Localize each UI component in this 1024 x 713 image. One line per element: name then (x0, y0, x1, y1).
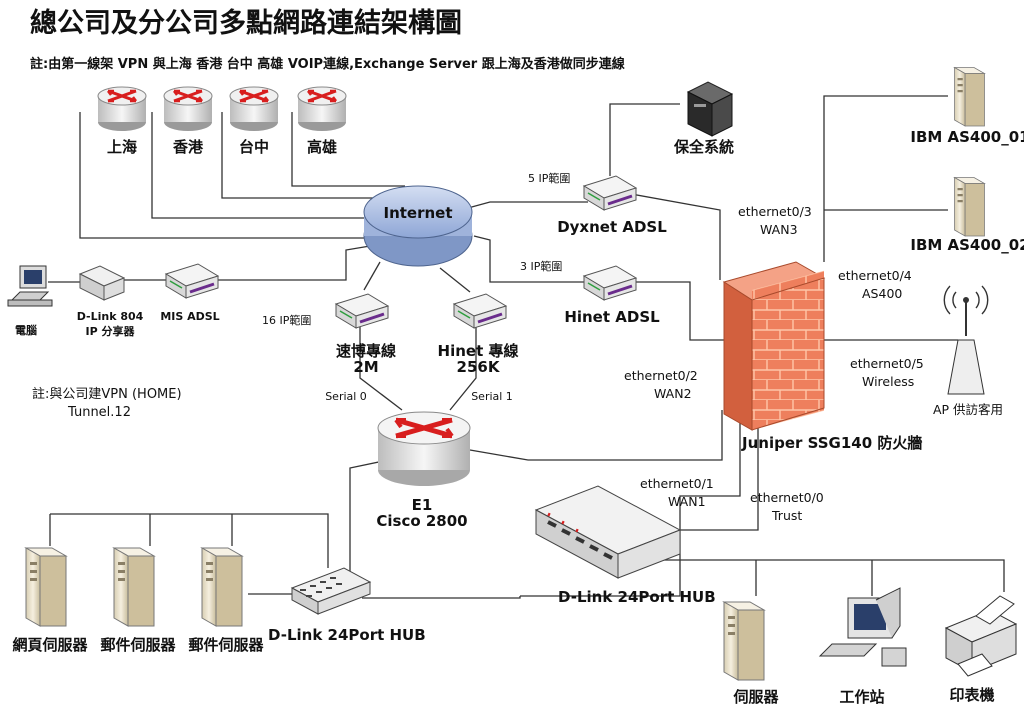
top-note: 註:由第一線架 VPN 與上海 香港 台中 高雄 VOIP連線,Exchange… (30, 56, 626, 72)
hinet-line-modem-icon (452, 292, 508, 330)
mis-adsl-modem-icon (164, 262, 220, 300)
dlink-804-icon (78, 265, 126, 301)
left-hub-label: D-Link 24Port HUB (268, 626, 426, 644)
workstation-label: 工作站 (839, 688, 884, 706)
hinet-line-speed: 256K (457, 358, 501, 376)
router-label-shanghai: 上海 (107, 138, 137, 156)
computer-label: 電腦 (15, 323, 37, 337)
printer-icon (944, 595, 1018, 677)
cisco-e1-label: E1 (412, 496, 433, 514)
router-hongkong-icon (162, 85, 214, 133)
eth03-role: WAN3 (760, 222, 798, 237)
eth05-label: ethernet0/5 (850, 356, 924, 371)
access-point-label: AP 供訪客用 (933, 402, 1003, 417)
cisco-router-icon (377, 411, 471, 486)
eth01-label: ethernet0/1 (640, 476, 714, 491)
cisco-model-label: Cisco 2800 (376, 512, 467, 530)
eth03-label: ethernet0/3 (738, 204, 812, 219)
eth04-label: ethernet0/4 (838, 268, 912, 283)
eth00-role: Trust (771, 508, 802, 523)
dlink-804-sub-label: IP 分享器 (86, 324, 136, 338)
ibm-as400-02-label: IBM AS400_02 (910, 236, 1024, 254)
serial1-label: Serial 1 (471, 390, 513, 403)
hinet-line-label: Hinet 專線 (438, 342, 519, 360)
router-label-hongkong: 香港 (173, 138, 204, 156)
sonet-line-speed: 2M (353, 358, 378, 376)
serial0-label: Serial 0 (325, 390, 367, 403)
web-server-label: 網頁伺服器 (12, 636, 88, 654)
eth00-label: ethernet0/0 (750, 490, 824, 505)
ibm-as400-01-label: IBM AS400_01 (910, 128, 1024, 146)
mis-adsl-label: MIS ADSL (160, 310, 219, 323)
sonet-line-modem-icon (334, 292, 390, 330)
ibm-as400-02-icon (954, 177, 985, 237)
vpn-note-line2: Tunnel.12 (67, 405, 131, 420)
left-hub-icon (290, 567, 372, 615)
router-kaohsiung-icon (296, 85, 348, 133)
printer-label: 印表機 (949, 686, 994, 704)
mail-server-1-label: 郵件伺服器 (100, 636, 176, 654)
dyxnet-modem-icon (582, 174, 638, 212)
router-label-taichung: 台中 (239, 138, 269, 156)
server-label: 伺服器 (732, 688, 779, 706)
security-system-label: 保全系統 (673, 138, 734, 156)
dyxnet-ip-range: 5 IP範圍 (528, 171, 570, 185)
firewall-label: Juniper SSG140 防火牆 (741, 434, 922, 452)
workstation-icon (818, 587, 907, 667)
hinet-adsl-label: Hinet ADSL (564, 308, 660, 326)
vpn-note-line1: 註:與公司建VPN (HOME) (32, 387, 182, 402)
ibm-as400-01-icon (954, 67, 985, 127)
router-shanghai-icon (96, 85, 148, 133)
eth01-role: WAN1 (668, 494, 706, 509)
eth05-role: Wireless (862, 374, 914, 389)
server-icon (723, 601, 765, 681)
mail-server-1-icon (113, 547, 155, 627)
hinet-adsl-ip-range: 3 IP範圍 (520, 259, 562, 273)
sonet-ip-range: 16 IP範圍 (262, 313, 311, 327)
right-hub-icon (534, 485, 682, 579)
mail-server-2-label: 郵件伺服器 (188, 636, 264, 654)
internet-label: Internet (383, 204, 452, 222)
router-taichung-icon (228, 85, 280, 133)
firewall-icon (722, 261, 826, 431)
computer-icon (7, 265, 53, 307)
sonet-line-label: 速博專線 (336, 342, 396, 360)
router-label-kaohsiung: 高雄 (307, 138, 337, 156)
access-point-icon (943, 285, 989, 395)
eth02-role: WAN2 (654, 386, 692, 401)
dlink-804-label: D-Link 804 (77, 310, 144, 323)
internet-icon (363, 185, 473, 267)
eth02-label: ethernet0/2 (624, 368, 698, 383)
mail-server-2-icon (201, 547, 243, 627)
connections (48, 95, 1005, 599)
security-system-icon (686, 81, 734, 137)
right-hub-label: D-Link 24Port HUB (558, 588, 716, 606)
diagram-title: 總公司及分公司多點網路連結架構圖 (30, 7, 462, 39)
web-server-icon (25, 547, 67, 627)
dyxnet-label: Dyxnet ADSL (557, 218, 667, 236)
eth04-role: AS400 (862, 286, 902, 301)
hinet-adsl-modem-icon (582, 264, 638, 302)
